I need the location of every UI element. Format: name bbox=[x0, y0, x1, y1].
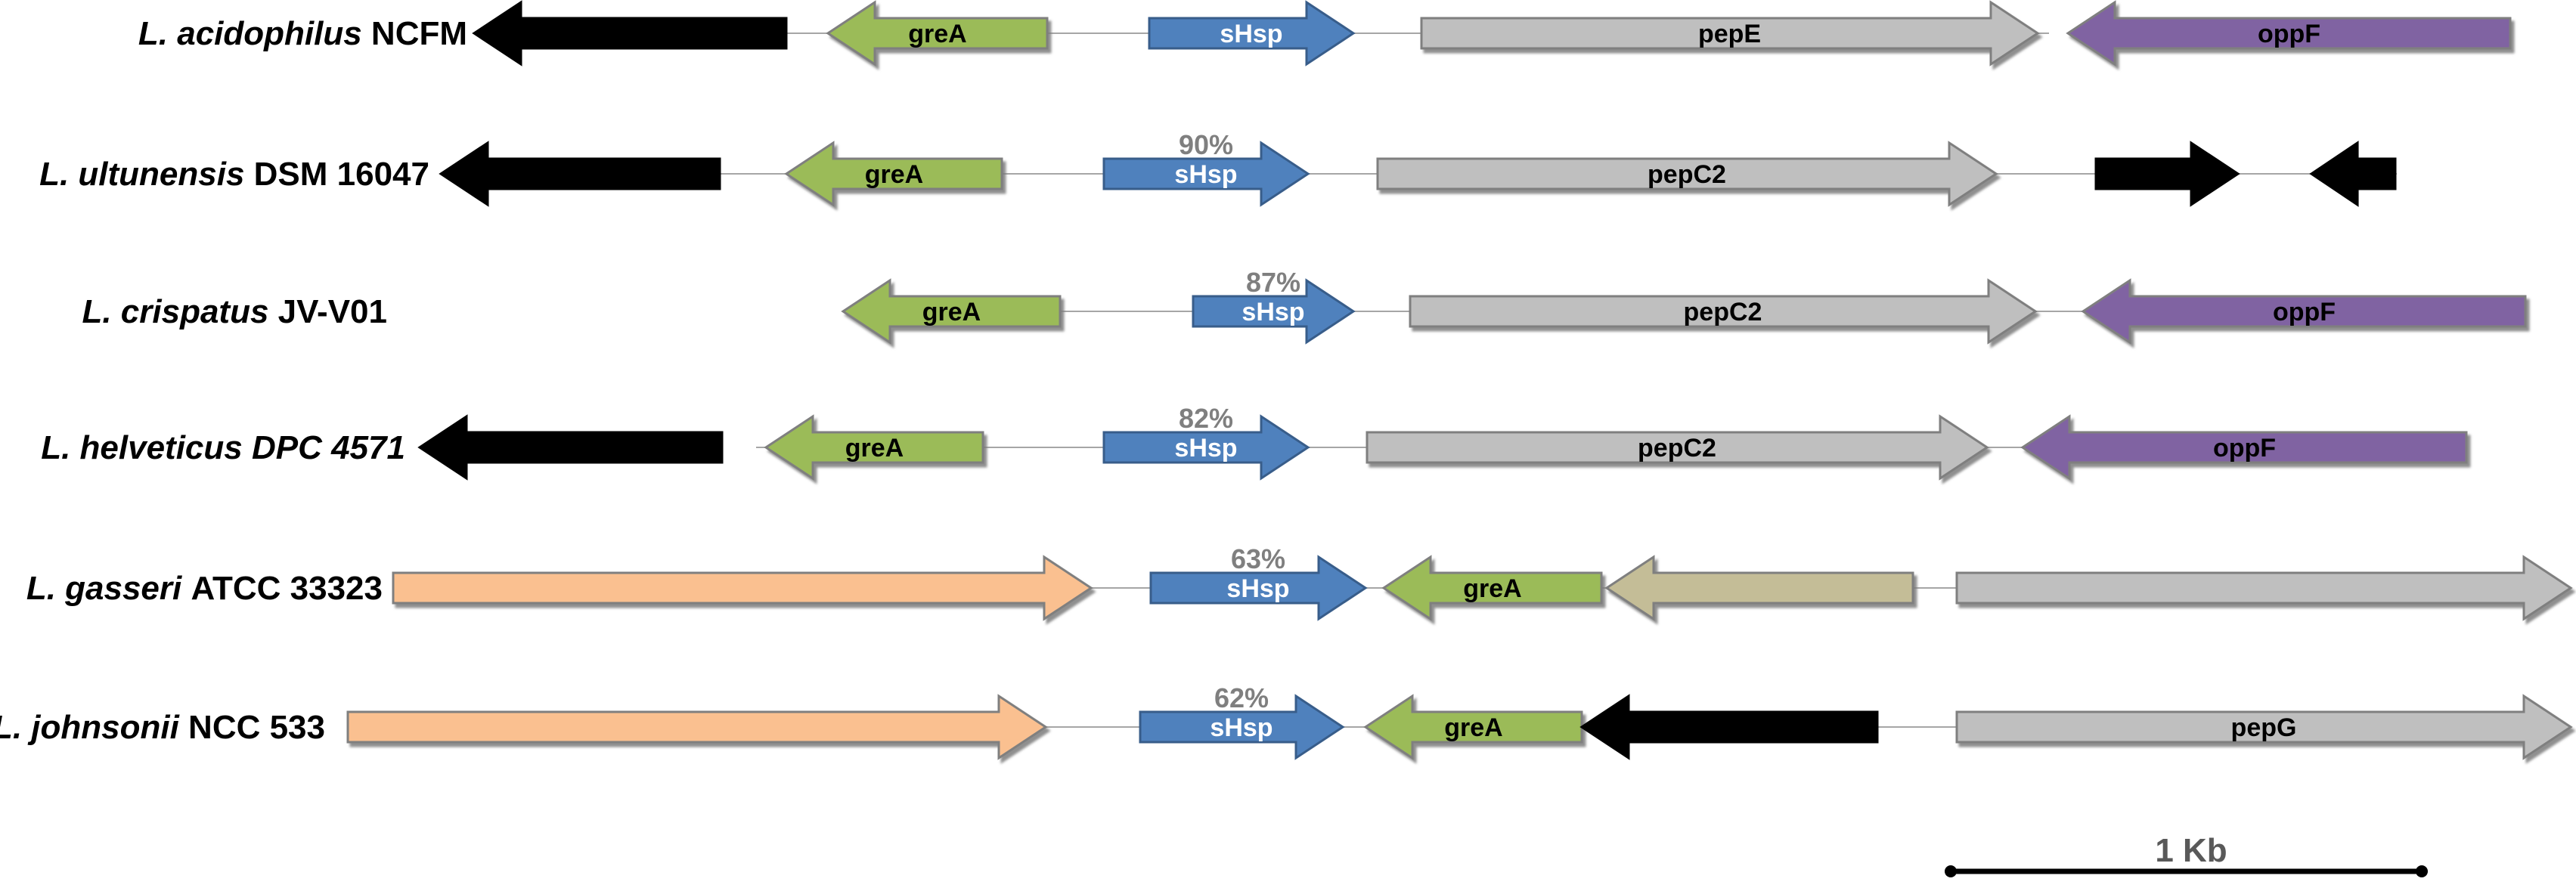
gene-arrow-oppf bbox=[2020, 414, 2468, 481]
gene-arrow-grea bbox=[826, 0, 1049, 67]
gene-arrow bbox=[392, 555, 1093, 621]
gene-label: greA bbox=[922, 298, 981, 326]
species-name: L. ultunensis bbox=[39, 156, 244, 193]
gene-arrow-oppf bbox=[2066, 0, 2512, 67]
gene-arrow-shsp bbox=[1102, 141, 1310, 207]
gene-label: oppF bbox=[2258, 20, 2320, 48]
strain-id: DPC 4571 bbox=[243, 429, 405, 466]
scale-bar-end-right bbox=[2416, 865, 2428, 877]
gene-label: oppF bbox=[2273, 298, 2336, 326]
gene-arrow-shsp bbox=[1139, 694, 1345, 760]
species-name: L. helveticus bbox=[41, 429, 243, 466]
identity-percent: 90% bbox=[1179, 129, 1233, 160]
gene-arrow bbox=[1955, 555, 2573, 621]
scale-bar-end-left bbox=[1945, 865, 1957, 877]
gene-arrow bbox=[439, 141, 721, 207]
strain-id: JV-V01 bbox=[268, 293, 387, 330]
gene-arrow-pepc2 bbox=[1365, 414, 1989, 481]
gene-arrow-grea bbox=[1363, 694, 1583, 760]
identity-percent: 87% bbox=[1246, 267, 1300, 298]
identity-percent: 63% bbox=[1231, 543, 1285, 574]
identity-percent: 62% bbox=[1214, 682, 1269, 713]
gene-arrow bbox=[1579, 694, 1879, 760]
gene-arrow-shsp bbox=[1192, 278, 1356, 345]
gene-arrow-pepc2 bbox=[1409, 278, 2038, 345]
gene-label: sHsp bbox=[1226, 574, 1289, 603]
gene-label: greA bbox=[1444, 713, 1502, 742]
gene-arrow bbox=[417, 414, 724, 481]
identity-percent: 82% bbox=[1179, 403, 1233, 434]
gene-label: greA bbox=[908, 20, 966, 48]
gene-arrow-shsp bbox=[1149, 555, 1368, 621]
gene-arrow-pepe bbox=[1420, 0, 2040, 67]
gene-arrow-grea bbox=[841, 278, 1062, 345]
strain-id: NCC 533 bbox=[179, 709, 325, 746]
gene-label: pepG bbox=[2231, 713, 2297, 742]
strain-label: L. ultunensis DSM 16047 bbox=[39, 156, 429, 193]
gene-label: greA bbox=[1463, 574, 1521, 603]
gene-label: sHsp bbox=[1220, 20, 1282, 48]
scale-bar: 1 Kb bbox=[1945, 832, 2428, 877]
gene-label: pepC2 bbox=[1638, 434, 1716, 463]
gene-label: oppF bbox=[2213, 434, 2276, 463]
strain-id: DSM 16047 bbox=[244, 156, 429, 193]
gene-arrow-shsp bbox=[1148, 0, 1356, 67]
gene-label: pepE bbox=[1698, 20, 1761, 48]
species-name: L. crispatus bbox=[82, 293, 268, 330]
gene-arrow-pepc2 bbox=[1376, 141, 1998, 207]
strain-label: L. acidophilus NCFM bbox=[138, 15, 467, 52]
strain-row-l-acidophilus: L. acidophilus NCFM greA sHsp pepE oppF bbox=[138, 0, 2512, 67]
scale-bar-label: 1 Kb bbox=[2155, 832, 2227, 869]
gene-label: pepC2 bbox=[1648, 160, 1726, 189]
gene-label: pepC2 bbox=[1684, 298, 1762, 326]
species-name: L. gasseri bbox=[26, 570, 182, 607]
gene-arrow bbox=[1604, 555, 1914, 621]
gene-label: sHsp bbox=[1174, 160, 1237, 189]
strain-label: L. johnsonii NCC 533 bbox=[0, 709, 325, 746]
gene-arrow-grea bbox=[784, 141, 1003, 207]
gene-arrow bbox=[2309, 141, 2397, 207]
gene-label: sHsp bbox=[1210, 713, 1273, 742]
gene-arrow-shsp bbox=[1102, 414, 1310, 481]
species-name: L. johnsonii bbox=[0, 709, 180, 746]
gene-arrow-oppf bbox=[2081, 278, 2527, 345]
gene-label: greA bbox=[865, 160, 923, 189]
strain-label: L. crispatus JV-V01 bbox=[82, 293, 387, 330]
species-name: L. acidophilus bbox=[138, 15, 362, 52]
strain-id: ATCC 33323 bbox=[181, 570, 383, 607]
gene-arrow bbox=[2094, 141, 2240, 207]
gene-arrow-grea bbox=[1381, 555, 1603, 621]
gene-label: sHsp bbox=[1174, 434, 1237, 463]
gene-label: sHsp bbox=[1242, 298, 1304, 326]
gene-arrow bbox=[346, 694, 1048, 760]
gene-arrow bbox=[472, 0, 788, 67]
strain-id: NCFM bbox=[362, 15, 467, 52]
strain-label: L. helveticus DPC 4571 bbox=[41, 429, 405, 466]
gene-label: greA bbox=[845, 434, 904, 463]
gene-arrow-pepg bbox=[1955, 694, 2573, 760]
gene-arrow-grea bbox=[764, 414, 984, 481]
strain-label: L. gasseri ATCC 33323 bbox=[26, 570, 383, 607]
